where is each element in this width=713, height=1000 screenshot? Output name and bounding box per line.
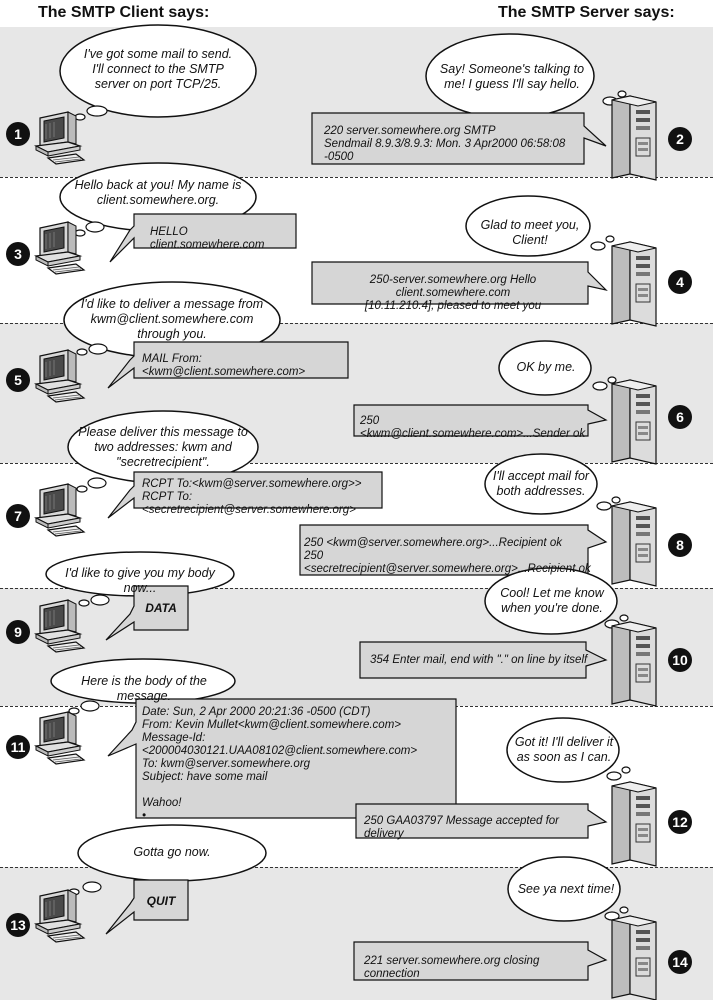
server-column-header: The SMTP Server says:	[498, 4, 675, 21]
client-column-header: The SMTP Client says:	[38, 4, 210, 21]
server-thought-10: Cool! Let me know when you're done.	[500, 586, 604, 615]
step-number-8: 8	[668, 533, 692, 557]
server-response-14: 221 server.somewhere.org closing connect…	[364, 955, 540, 980]
server-thought-2: Say! Someone's talking to me! I guess I'…	[439, 62, 585, 91]
step-number-6: 6	[668, 405, 692, 429]
step-number-10: 10	[668, 648, 692, 672]
round-divider	[0, 323, 713, 324]
client-command-7: RCPT To:<kwm@server.somewhere.org>> RCPT…	[142, 478, 362, 516]
round-divider	[0, 463, 713, 464]
server-thought-14: See ya next time!	[517, 882, 615, 896]
server-thought-12: Got it! I'll deliver it as soon as I can…	[514, 735, 614, 764]
client-thought-9: I'd like to give you my body now...	[65, 566, 215, 595]
client-command-5: MAIL From:<kwm@client.somewhere.com>	[142, 353, 306, 378]
client-command-11: Date: Sun, 2 Apr 2000 20:21:36 -0500 (CD…	[142, 706, 418, 822]
server-response-8: 250 <kwm@server.somewhere.org>...Recipie…	[304, 537, 591, 575]
server-response-2: 220 server.somewhere.org SMTP Sendmail 8…	[324, 125, 566, 163]
server-response-10: 354 Enter mail, end with "." on line by …	[370, 654, 588, 666]
client-command-3: HELLO client.somewhere.com	[150, 226, 265, 251]
server-thought-6: OK by me.	[516, 360, 576, 374]
step-number-1: 1	[6, 122, 30, 146]
server-thought-8: I'll accept mail for both addresses.	[492, 469, 590, 498]
round-divider	[0, 177, 713, 178]
server-response-6: 250 <kwm@client.somewhere.com>...Sender …	[360, 415, 586, 440]
step-number-3: 3	[6, 242, 30, 266]
round-divider	[0, 867, 713, 868]
step-number-9: 9	[6, 620, 30, 644]
client-thought-7: Please deliver this message to two addre…	[78, 425, 248, 469]
step-number-11: 11	[6, 735, 30, 759]
client-thought-3: Hello back at you! My name is client.som…	[74, 178, 242, 207]
step-number-14: 14	[668, 950, 692, 974]
server-response-12: 250 GAA03797 Message accepted for delive…	[364, 815, 559, 840]
server-response-4: 250-server.somewhere.org Hello client.so…	[364, 274, 542, 312]
client-command-9: DATA	[145, 601, 177, 615]
step-number-4: 4	[668, 270, 692, 294]
client-command-13: QUIT	[146, 894, 176, 908]
step-number-2: 2	[668, 127, 692, 151]
client-thought-5: I'd like to deliver a message from kwm@c…	[80, 297, 264, 341]
client-thought-11: Here is the body of the message.	[81, 674, 207, 703]
server-thought-4: Glad to meet you, Client!	[480, 218, 580, 247]
round-divider	[0, 588, 713, 589]
step-number-12: 12	[668, 810, 692, 834]
step-number-13: 13	[6, 913, 30, 937]
step-number-5: 5	[6, 368, 30, 392]
step-number-7: 7	[6, 504, 30, 528]
client-thought-1: I've got some mail to send. I'll connect…	[83, 47, 233, 91]
client-thought-13: Gotta go now.	[133, 845, 211, 859]
